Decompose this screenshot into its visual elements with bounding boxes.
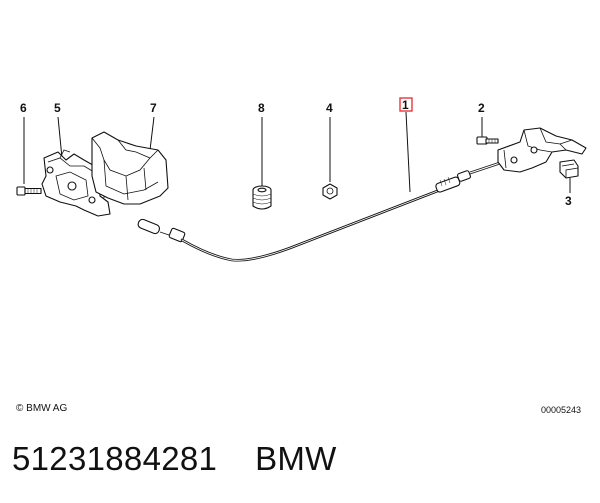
part-7-cover bbox=[91, 131, 169, 205]
part-8-grommet bbox=[252, 185, 272, 210]
part-caption: 51231884281 BMW bbox=[12, 440, 337, 478]
callout-1-highlight-box bbox=[399, 97, 413, 112]
callout-2: 2 bbox=[478, 101, 485, 115]
part-number: 51231884281 bbox=[12, 440, 218, 477]
callout-1: 1 bbox=[402, 98, 409, 112]
callout-4: 4 bbox=[326, 101, 333, 115]
callout-3: 3 bbox=[565, 194, 572, 208]
callout-5: 5 bbox=[54, 101, 61, 115]
callout-6: 6 bbox=[20, 101, 27, 115]
part-2-screw bbox=[476, 136, 499, 145]
part-1-bowden-cable bbox=[137, 161, 501, 262]
leader-lines bbox=[23, 111, 571, 193]
part-3-clip bbox=[559, 159, 579, 179]
callout-8: 8 bbox=[258, 101, 265, 115]
release-lever-assembly bbox=[497, 127, 587, 173]
copyright-notice: © BMW AG bbox=[16, 403, 68, 414]
brand-name: BMW bbox=[255, 440, 337, 477]
part-6-bolt bbox=[16, 186, 42, 196]
callout-7: 7 bbox=[150, 101, 157, 115]
diagram-number: 00005243 bbox=[540, 405, 581, 415]
part-4-nut bbox=[322, 183, 338, 200]
